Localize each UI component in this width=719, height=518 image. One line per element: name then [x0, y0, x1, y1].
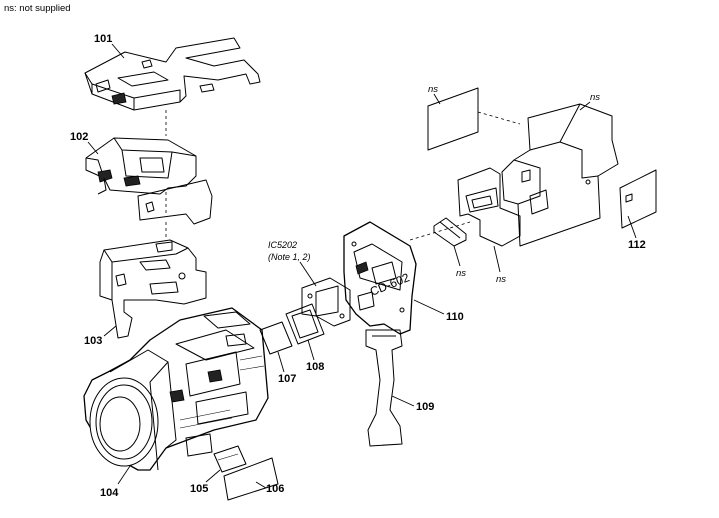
ns-part-plate: [427, 87, 521, 151]
callout-108: 108: [306, 361, 324, 373]
callout-105: 105: [190, 483, 208, 495]
leader-ic5202: [299, 261, 317, 287]
leader-102: [87, 141, 99, 155]
callout-110: 110: [446, 311, 464, 323]
callout-ns-housing: ns: [590, 92, 600, 103]
leader-108: [307, 339, 315, 361]
callout-112: 112: [628, 239, 646, 251]
board-marking-cd602: CD-602: [368, 270, 412, 299]
leader-101: [111, 43, 125, 59]
callout-ns-connector: ns: [456, 268, 466, 279]
leader-103: [103, 325, 117, 337]
part-112-side-plate: [619, 169, 657, 229]
leader-ns-connector: [453, 245, 461, 267]
callout-ns-bracket: ns: [496, 274, 506, 285]
part-108-rubber-frame: [285, 303, 325, 345]
ns-part-connector: [433, 217, 467, 247]
leader-ns-housing: [579, 101, 591, 111]
callout-ic5202: IC5202: [268, 240, 297, 250]
leader-104: [117, 465, 131, 485]
part-107-filter: [259, 321, 293, 355]
part-105-sheet: [213, 445, 247, 473]
part-109-flex-cable: [365, 329, 403, 447]
part-103-frame: [99, 179, 213, 339]
callout-ns-plate: ns: [428, 84, 438, 95]
ic5202-sensor: [301, 277, 351, 327]
leader-107: [277, 351, 285, 373]
part-104-lens-block: [83, 307, 269, 471]
callout-103: 103: [84, 335, 102, 347]
ns-part-bracket: [457, 167, 521, 247]
leader-106: [255, 481, 267, 489]
callout-104: 104: [100, 487, 119, 499]
leader-ns-bracket: [493, 245, 501, 273]
callout-109: 109: [416, 401, 434, 413]
leader-ns-plate: [433, 93, 441, 105]
part-102-bracket: [85, 137, 197, 216]
leader-110: [413, 299, 445, 315]
part-101-flex-assembly: [84, 37, 261, 136]
part-106-sheet: [223, 457, 279, 501]
callout-107: 107: [278, 373, 296, 385]
leader-109: [391, 395, 415, 407]
not-supplied-note: ns: not supplied: [4, 3, 71, 14]
callout-ic5202-note: (Note 1, 2): [268, 252, 311, 262]
ns-part-housing-box: [501, 103, 619, 247]
leader-105: [205, 469, 221, 483]
callout-106: 106: [266, 483, 284, 495]
leader-112: [627, 215, 637, 239]
callout-101: 101: [94, 33, 112, 45]
callout-102: 102: [70, 131, 88, 143]
